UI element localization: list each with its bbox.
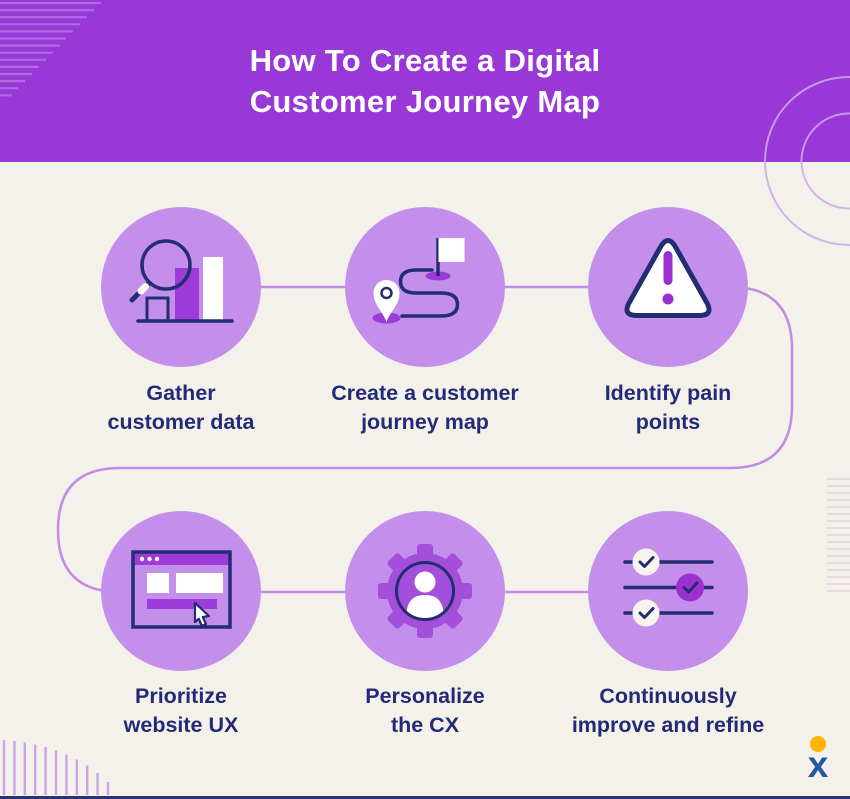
- label-line: journey map: [361, 410, 489, 434]
- label-line: the CX: [390, 713, 460, 737]
- label-line: improve and refine: [571, 713, 765, 737]
- warning-triangle-icon: [624, 238, 712, 318]
- faint-stripes-decoration: [827, 477, 850, 593]
- step-label-identify: Identify pain points: [523, 379, 813, 437]
- browser-cursor-icon: [131, 550, 232, 629]
- footer-line-decoration: [0, 796, 850, 799]
- journey-route-flag-icon: [372, 238, 465, 324]
- connector-path: [56, 285, 794, 594]
- label-line: Prioritize: [135, 684, 227, 708]
- step-label-gather: Gather customer data: [36, 379, 326, 437]
- page-title-line2: Customer Journey Map: [249, 84, 601, 119]
- step-personalize-cx: [345, 511, 505, 671]
- label-line: Gather: [146, 381, 216, 405]
- gear-person-icon: [378, 544, 472, 638]
- step-label-create: Create a customer journey map: [280, 379, 570, 437]
- step-label-improve: Continuously improve and refine: [523, 682, 813, 740]
- nextiva-logo: x: [799, 736, 837, 785]
- label-line: Identify pain: [604, 381, 732, 405]
- line-fan-decoration: [2, 740, 110, 795]
- step-identify-pain-points: [588, 207, 748, 367]
- header-stripes-decoration: [0, 1, 101, 97]
- step-label-prioritize: Prioritize website UX: [36, 682, 326, 740]
- step-gather-customer-data: [101, 207, 261, 367]
- step-circle: [345, 207, 505, 367]
- concentric-circles-decoration: [764, 76, 850, 246]
- label-line: Continuously: [599, 684, 737, 708]
- page-title-line1: How To Create a Digital: [249, 43, 601, 78]
- magnifier-bar-chart-icon: [129, 239, 234, 323]
- logo-x-letter: x: [807, 744, 829, 785]
- sliders-checks-icon: [623, 548, 714, 627]
- step-label-personalize: Personalize the CX: [280, 682, 570, 740]
- label-line: Create a customer: [331, 381, 519, 405]
- label-line: Personalize: [365, 684, 485, 708]
- label-line: customer data: [107, 410, 255, 434]
- logo-dot-icon: [810, 736, 826, 752]
- step-prioritize-website-ux: [101, 511, 261, 671]
- step-create-journey-map: [345, 207, 505, 367]
- label-line: points: [635, 410, 701, 434]
- label-line: website UX: [123, 713, 239, 737]
- step-continuously-improve: [588, 511, 748, 671]
- step-circle: [588, 511, 748, 671]
- header-banner: How To Create a Digital Customer Journey…: [0, 0, 850, 162]
